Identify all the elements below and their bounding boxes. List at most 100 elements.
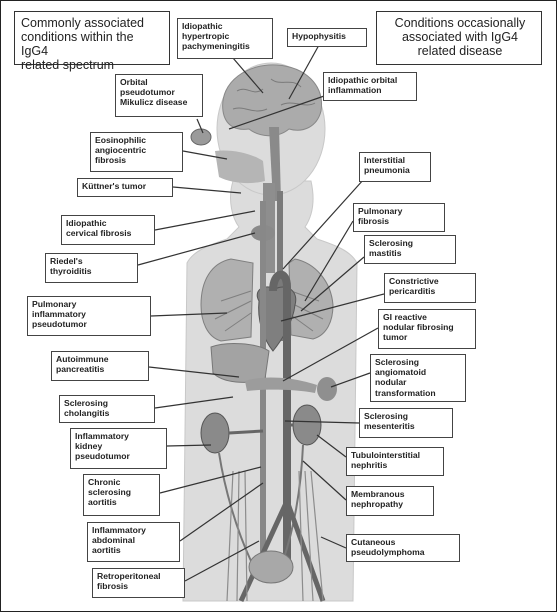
lung-vessels	[214, 290, 324, 332]
label-eosinophilic-angiocentric-fibrosis: Eosinophilic angiocentric fibrosis	[90, 132, 183, 172]
label-line: Küttner's tumor	[82, 181, 147, 191]
label-line: Sclerosing	[375, 357, 419, 367]
label-line: tumor	[383, 332, 408, 343]
label-inflammatory-kidney-pseudotumor: Inflammatory kidney pseudotumor	[70, 428, 167, 469]
label-gi-reactive-nodular-fibrosing-tumor: GI reactive nodular fibrosing tumor	[378, 309, 476, 349]
label-line: pneumonia	[364, 165, 410, 176]
label-sclerosing-mesenteritis: Sclerosing mesenteritis	[359, 408, 453, 438]
spinal-cord	[269, 127, 281, 201]
label-autoimmune-pancreatitis: Autoimmune pancreatitis	[51, 351, 149, 381]
eye	[190, 128, 212, 146]
pancreas	[245, 377, 317, 393]
iliac-arteries	[238, 499, 326, 603]
label-line: Eosinophilic	[95, 135, 147, 145]
label-line: kidney	[75, 441, 103, 452]
label-line: pericarditis	[389, 286, 436, 297]
label-line: Pulmonary	[32, 299, 77, 309]
label-sclerosing-cholangitis: Sclerosing cholangitis	[59, 395, 155, 423]
right-kidney	[200, 412, 230, 454]
header-right-line: related disease	[417, 44, 503, 58]
label-membranous-nephropathy: Membranous nephropathy	[346, 486, 434, 516]
label-line: fibrosis	[358, 216, 390, 227]
label-line: Idiopathic	[66, 218, 107, 228]
renal-vessels	[228, 423, 293, 435]
header-commonly-associated: Commonly associated conditions within th…	[14, 11, 170, 72]
label-riedels-thyroiditis: Riedel's thyroiditis	[45, 253, 138, 283]
brain-folds	[232, 78, 316, 112]
label-line: aortitis	[92, 545, 121, 556]
header-right-line: associated with IgG4	[401, 30, 519, 44]
label-line: Constrictive	[389, 276, 439, 286]
label-line: hypertropic	[182, 31, 230, 42]
label-line: GI reactive	[383, 312, 427, 322]
label-line: Chronic	[88, 477, 121, 487]
label-pulmonary-fibrosis: Pulmonary fibrosis	[353, 203, 445, 232]
label-line: Interstitial	[364, 155, 406, 165]
label-line: Orbital	[120, 77, 148, 87]
label-line: Hypophysitis	[292, 31, 346, 41]
header-right-line: Conditions occasionally	[394, 16, 526, 30]
label-idiopathic-hypertropic-pachymeningitis: Idiopathic hypertropic pachymeningitis	[177, 18, 273, 59]
bladder	[248, 550, 294, 584]
label-line: cervical fibrosis	[66, 228, 132, 239]
label-line: sclerosing	[88, 487, 131, 498]
label-line: Cutaneous	[351, 537, 396, 547]
label-cutaneous-pseudolymphoma: Cutaneous pseudolymphoma	[346, 534, 460, 562]
label-line: Membranous	[351, 489, 405, 499]
retroperitoneum	[226, 470, 324, 602]
label-line: inflammatory	[32, 309, 86, 320]
label-line: Sclerosing	[369, 238, 413, 248]
label-retroperitoneal-fibrosis: Retroperitoneal fibrosis	[92, 568, 185, 598]
label-sclerosing-angiomatoid-nodular-transformation: Sclerosing angiomatoid nodular transform…	[370, 354, 466, 402]
spleen	[317, 377, 337, 401]
header-left-line: Commonly associated	[21, 16, 144, 30]
label-tubulointerstitial-nephritis: Tubulointerstitial nephritis	[346, 447, 444, 476]
label-line: Retroperitoneal	[97, 571, 161, 581]
label-line: Pulmonary	[358, 206, 403, 216]
label-line: Inflammatory	[75, 431, 129, 441]
label-line: nodular	[375, 377, 407, 388]
label-line: cholangitis	[64, 408, 110, 419]
header-left-line: conditions within the IgG4	[21, 30, 134, 58]
label-line: mastitis	[369, 248, 402, 259]
label-line: mesenteritis	[364, 421, 415, 432]
label-line: fibrosis	[97, 581, 129, 592]
header-left-line: related spectrum	[21, 58, 115, 72]
label-pulmonary-inflammatory-pseudotumor: Pulmonary inflammatory pseudotumor	[27, 296, 151, 336]
label-line: angiomatoid	[375, 367, 427, 378]
label-line: pseudotumor	[75, 451, 130, 462]
label-orbital-pseudotumor: Orbital pseudotumor Mikulicz disease	[115, 74, 203, 117]
label-line: pancreatitis	[56, 364, 105, 375]
esophagus	[277, 191, 283, 341]
label-inflammatory-abdominal-aortitis: Inflammatory abdominal aortitis	[87, 522, 180, 562]
label-hypophysitis: Hypophysitis	[287, 28, 367, 47]
label-idiopathic-orbital-inflammation: Idiopathic orbital inflammation	[323, 72, 417, 101]
label-kuttner-tumor: Küttner's tumor	[77, 178, 173, 197]
label-line: nephropathy	[351, 499, 404, 510]
label-line: pseudotumor	[32, 319, 87, 330]
label-line: thyroiditis	[50, 266, 92, 277]
label-line: abdominal	[92, 535, 135, 546]
left-kidney	[292, 404, 322, 446]
liver	[210, 343, 270, 383]
label-interstitial-pneumonia: Interstitial pneumonia	[359, 152, 431, 182]
label-chronic-sclerosing-aortitis: Chronic sclerosing aortitis	[83, 474, 160, 516]
label-line: Idiopathic	[182, 21, 223, 31]
aorta	[269, 270, 291, 561]
label-constrictive-pericarditis: Constrictive pericarditis	[384, 273, 476, 303]
label-line: angiocentric	[95, 145, 147, 156]
label-line: nodular fibrosing	[383, 322, 454, 333]
label-line: Mikulicz disease	[120, 97, 188, 108]
label-sclerosing-mastitis: Sclerosing mastitis	[364, 235, 456, 264]
label-line: Autoimmune	[56, 354, 109, 364]
label-line: aortitis	[88, 497, 117, 508]
leader-lines	[137, 43, 385, 582]
label-line: Riedel's	[50, 256, 83, 266]
label-line: Idiopathic orbital	[328, 75, 398, 85]
header-occasionally-associated: Conditions occasionally associated with …	[376, 11, 542, 65]
label-line: Tubulointerstitial	[351, 450, 421, 460]
label-line: Sclerosing	[364, 411, 408, 421]
label-line: pachymeningitis	[182, 41, 250, 52]
